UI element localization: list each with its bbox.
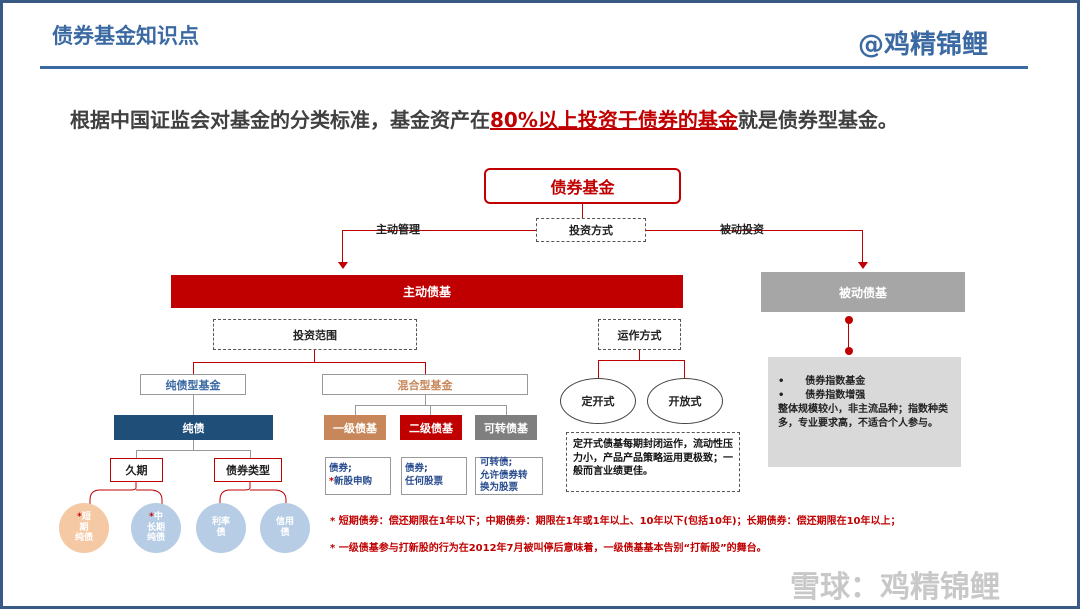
conv-desc-line3: 换为股票 <box>480 482 519 494</box>
curve-connectors <box>89 482 287 510</box>
level1-desc-line2: *新股申购 <box>329 476 372 487</box>
headline: 根据中国证监会对基金的分类标准，基金资产在80%以上投资于债券的基金就是债券型基… <box>70 104 898 133</box>
credit-bond-line1: 信用 <box>275 517 294 528</box>
connector <box>639 350 640 360</box>
headline-prefix: 根据中国证监会对基金的分类标准，基金资产在 <box>70 108 490 132</box>
level1-desc: 债券; *新股申购 <box>325 457 391 495</box>
closed-end-circle: 定开式 <box>560 378 636 424</box>
left-branch-label: 主动管理 <box>376 223 420 236</box>
credit-bond-line2: 债 <box>280 528 290 538</box>
connector <box>136 450 250 451</box>
duration-box: 久期 <box>110 458 163 482</box>
note-ipo: * 一级债基参与打新股的行为在2012年7月被叫停后意味着，一级债基基本告别“打… <box>330 543 767 554</box>
scope-box: 投资范围 <box>213 319 417 350</box>
pure-bond-label: 纯债型基金 <box>140 374 246 395</box>
dot-icon <box>845 316 853 324</box>
mixed-fund-label: 混合型基金 <box>322 374 528 395</box>
connector <box>355 405 356 415</box>
convertible-desc: 可转债; 允许债券转 换为股票 <box>475 457 543 495</box>
short-pure-line2: 期 <box>79 522 89 533</box>
mid-long-line1: *中 <box>149 511 163 522</box>
short-pure-line3: 纯债 <box>74 533 93 544</box>
connector <box>355 405 507 406</box>
connector <box>598 360 599 378</box>
connector <box>646 230 862 231</box>
level2-desc: 债券; 任何股票 <box>401 457 467 495</box>
level2-desc-line2: 任何股票 <box>405 476 444 487</box>
convertible-bar: 可转债基 <box>475 415 537 440</box>
level1-bar: 一级债基 <box>324 415 386 440</box>
connector <box>862 230 863 266</box>
connector <box>193 440 194 450</box>
connector <box>848 318 849 352</box>
passive-desc: 整体规模较小，非主流品种；指数种类多，专业要求高，不适合个人参与。 <box>778 404 948 429</box>
level2-desc-line1: 债券; <box>405 463 428 475</box>
conv-desc-line1: 可转债; <box>480 456 513 468</box>
rate-bond-line1: 利率 <box>211 517 230 528</box>
method-box: 投资方式 <box>536 218 646 242</box>
watermark: 雪球：鸡精锦鲤 <box>790 570 1000 605</box>
connector <box>193 362 194 374</box>
rate-bond-circle: 利率 债 <box>196 503 246 553</box>
brand-label: @鸡精锦鲤 <box>858 30 989 60</box>
mid-long-line2: 长期 <box>146 522 165 533</box>
slide-title: 债券基金知识点 <box>52 24 199 48</box>
mid-long-pure-circle: *中 长期 纯债 <box>131 503 181 553</box>
right-branch-label: 被动投资 <box>720 223 764 236</box>
connector <box>342 230 536 231</box>
connector <box>506 405 507 415</box>
connector <box>598 360 684 361</box>
note-bond-terms: * 短期债券：偿还期限在1年以下；中期债券：期限在1年或1年以上、10年以下(包… <box>330 516 901 527</box>
conv-desc-line2: 允许债券转 <box>480 469 528 481</box>
connector <box>430 405 431 415</box>
connector <box>684 360 685 378</box>
bond-type-box: 债券类型 <box>214 458 282 482</box>
headline-highlight: 80%以上投资于债券的基金 <box>490 108 738 132</box>
level2-bar: 二级债基 <box>400 415 462 440</box>
connector <box>314 350 315 362</box>
rate-bond-line2: 债 <box>216 528 226 538</box>
connector <box>193 395 194 415</box>
short-pure-line1: *短 <box>77 511 91 522</box>
level1-desc-line1: 债券; <box>329 463 352 475</box>
connector <box>250 450 251 458</box>
passive-item: • 债券指数基金 <box>778 376 866 387</box>
root-node: 债券基金 <box>484 168 681 204</box>
open-end-circle: 开放式 <box>647 378 723 424</box>
dot-icon <box>845 347 853 355</box>
operation-box: 运作方式 <box>598 319 681 350</box>
passive-fund-bar: 被动债基 <box>761 272 965 312</box>
connector <box>582 204 583 218</box>
arrow-down-icon <box>858 262 868 269</box>
header-divider <box>40 66 1028 69</box>
passive-item: • 债券指数增强 <box>778 390 866 401</box>
arrow-down-icon <box>338 262 348 269</box>
connector <box>342 230 343 266</box>
connector <box>136 450 137 458</box>
passive-panel: • 债券指数基金 • 债券指数增强 整体规模较小，非主流品种；指数种类多，专业要… <box>768 357 961 467</box>
closed-end-desc: 定开式债基每期封闭运作，流动性压力小，产品产品策略运用更极致；一般而言业绩更佳。 <box>566 432 740 492</box>
pure-bond-bar: 纯债 <box>114 415 273 440</box>
active-fund-bar: 主动债基 <box>171 275 683 308</box>
connector <box>425 395 426 405</box>
headline-suffix: 就是债券型基金。 <box>737 108 898 132</box>
short-pure-circle: *短 期 纯债 <box>59 503 109 553</box>
credit-bond-circle: 信用 债 <box>260 503 310 553</box>
connector <box>193 362 425 363</box>
connector <box>425 362 426 374</box>
mid-long-line3: 纯债 <box>146 533 165 544</box>
